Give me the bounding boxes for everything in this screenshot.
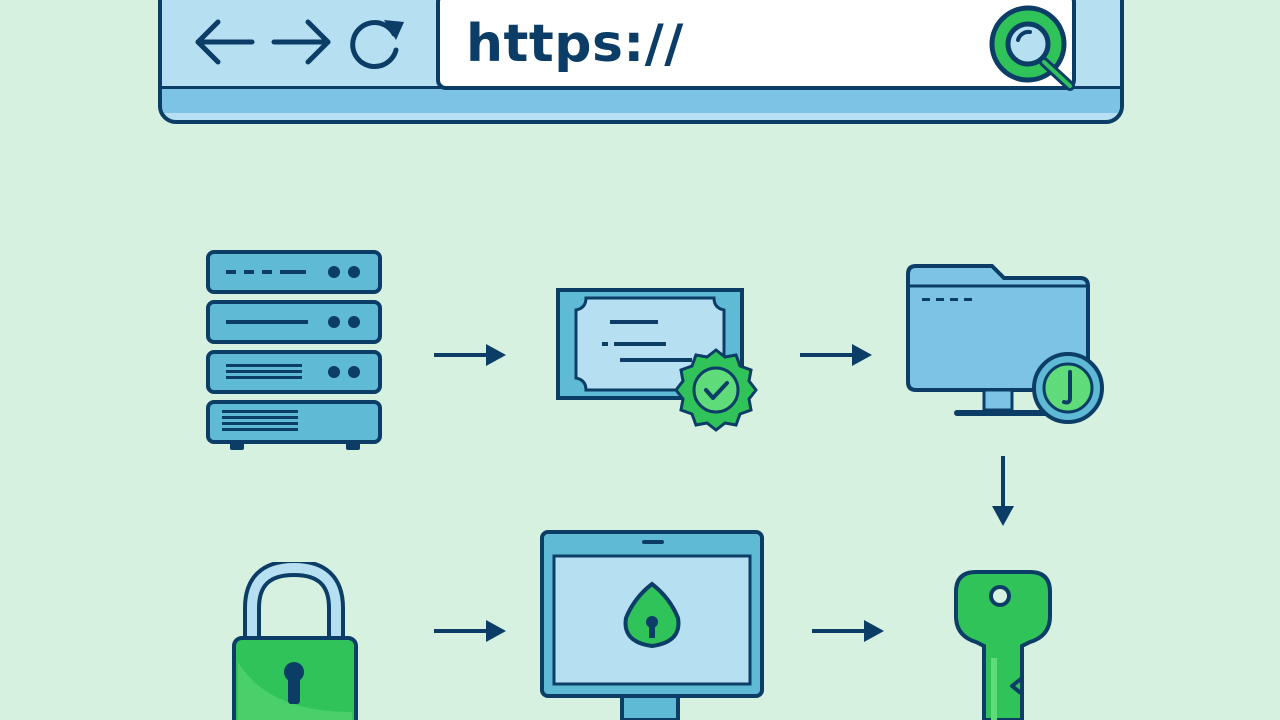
flow-arrow — [800, 344, 872, 366]
back-arrow-icon[interactable] — [190, 14, 260, 70]
padlock-icon — [232, 562, 358, 720]
address-text[interactable]: https:// — [466, 14, 684, 74]
server-icon — [206, 250, 382, 450]
flow-arrow — [434, 620, 506, 642]
flow-arrow — [434, 344, 506, 366]
reload-icon[interactable] — [344, 10, 410, 74]
key-icon — [954, 570, 1052, 720]
search-icon[interactable] — [982, 0, 1082, 100]
monitor-lock-icon — [540, 530, 764, 720]
flow-arrow — [812, 620, 884, 642]
flow-arrow-down — [992, 456, 1014, 526]
forward-arrow-icon[interactable] — [266, 14, 336, 70]
address-bar[interactable] — [436, 0, 1076, 90]
folder-monitor-icon — [906, 264, 1104, 424]
certificate-icon — [556, 288, 758, 432]
toolbar-stripe — [162, 86, 1120, 113]
